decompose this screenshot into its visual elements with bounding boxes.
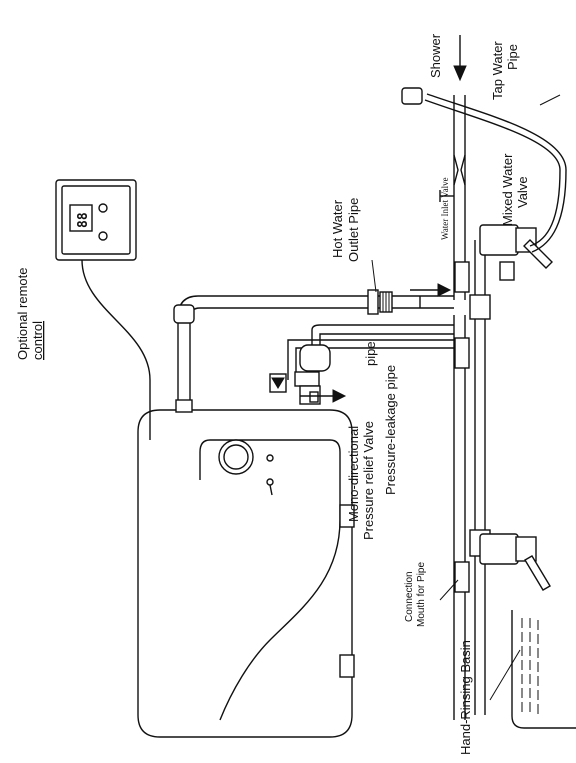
pipe-tee bbox=[454, 261, 470, 293]
label-water-inlet-valve: Water Inlet Valve bbox=[440, 177, 450, 240]
label-shower: Shower bbox=[428, 33, 443, 78]
label-outlet-pipe: Outlet Pipe bbox=[346, 198, 361, 262]
connection-mouth bbox=[454, 561, 470, 593]
label-pipe: pipe bbox=[363, 341, 378, 366]
remote-control bbox=[55, 179, 151, 440]
label-pressure-leakage-pipe: Pressure-leakage pipe bbox=[383, 365, 398, 495]
label-mono-directional: Mono-directional bbox=[346, 426, 361, 522]
label-pressure-relief-valve: Pressure relief Valve bbox=[361, 421, 376, 540]
water-inlet-valve-symbol bbox=[439, 190, 454, 202]
leader-line bbox=[439, 579, 459, 601]
basin-mixing-valve bbox=[479, 533, 551, 591]
label-mouth-for-pipe: Mouth for Pipe bbox=[416, 562, 427, 627]
wall-bracket bbox=[339, 654, 355, 678]
label-tap-water-pipe-2: Pipe bbox=[505, 44, 520, 70]
inlet-flow-arrow bbox=[453, 35, 467, 82]
hot-water-flow-arrow bbox=[410, 283, 452, 297]
hot-water-outlet-pipe bbox=[173, 289, 454, 415]
pipe-tee bbox=[454, 337, 470, 369]
shower-head bbox=[401, 87, 423, 105]
relief-flow-arrow bbox=[300, 389, 347, 403]
leader-line bbox=[539, 94, 561, 106]
leader-line bbox=[489, 649, 521, 701]
label-connection: Connection bbox=[404, 571, 415, 622]
label-hand-rinsing-basin: Hand-Rinsing Basin bbox=[458, 640, 473, 755]
mixed-water-valve bbox=[479, 224, 553, 281]
pipe-tee bbox=[469, 294, 491, 320]
label-mixed-water-valve: Mixed Water bbox=[500, 153, 515, 226]
indicator-lamp bbox=[266, 478, 274, 486]
label-tap-water-pipe: Tap Water bbox=[490, 41, 505, 100]
label-mixed-water-valve-2: Valve bbox=[515, 176, 530, 208]
indicator-lamp bbox=[266, 454, 274, 462]
shower-hose bbox=[401, 87, 567, 253]
label-hot-water: Hot Water bbox=[330, 199, 345, 258]
water-heater bbox=[137, 399, 355, 738]
hand-rinsing-basin bbox=[511, 610, 576, 729]
remote-display: 88 bbox=[76, 212, 91, 228]
pressure-relief-valve bbox=[269, 324, 454, 405]
label-optional-remote: Optional remote bbox=[15, 268, 30, 361]
tap-water-pipe bbox=[453, 95, 466, 720]
leader-line bbox=[371, 259, 377, 293]
pressure-leakage-pipe bbox=[287, 339, 454, 380]
label-remote-control: control bbox=[30, 321, 45, 360]
wall-bracket bbox=[339, 504, 355, 528]
